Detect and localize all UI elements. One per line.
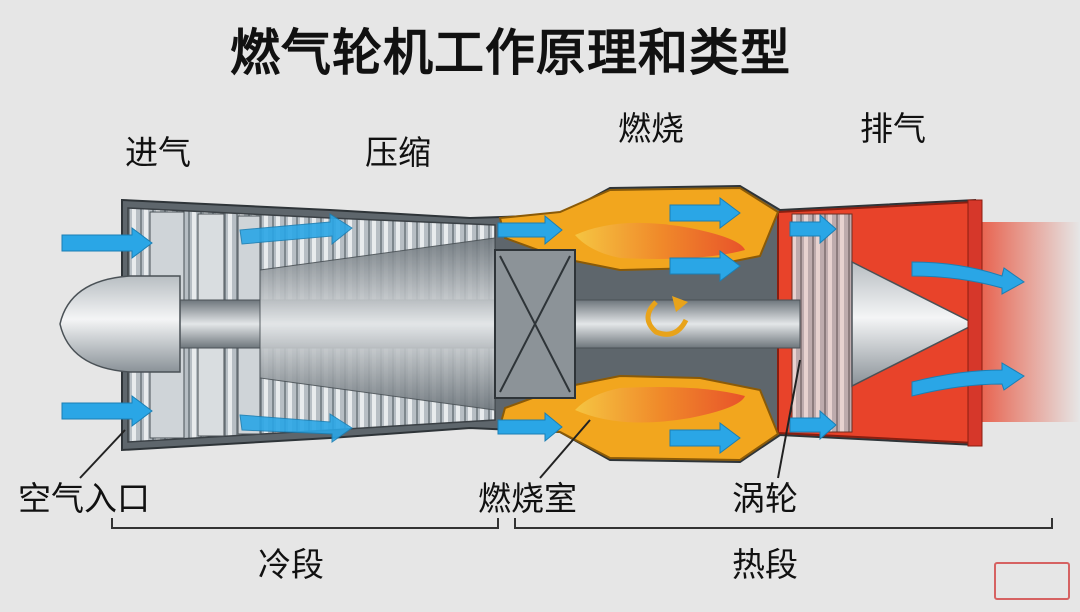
- airflow-arrow-icon: [669, 197, 741, 229]
- airflow-arrow-icon: [789, 213, 837, 245]
- stage-combustion-label: 燃烧: [618, 109, 684, 148]
- combustion-chamber-label: 燃烧室: [478, 479, 577, 518]
- airflow-arrow-icon: [669, 422, 741, 454]
- rotation-arrow-icon: [645, 296, 689, 337]
- airflow-arrow-icon: [497, 214, 563, 246]
- turbine-label: 涡轮: [732, 479, 798, 518]
- airflow-arrow-icon: [61, 395, 153, 427]
- airflow-arrow-icon: [911, 362, 1025, 397]
- turbine-blades: [791, 213, 853, 433]
- compressor-hub: [259, 237, 496, 411]
- airflow-arrow-icon: [497, 411, 563, 443]
- exhaust-cone: [851, 260, 977, 388]
- exhaust-nozzle: [967, 199, 983, 447]
- stage-compression-label: 压缩: [365, 133, 431, 172]
- airflow-arrow-icon: [911, 261, 1025, 295]
- page-title: 燃气轮机工作原理和类型: [230, 24, 791, 82]
- airflow-arrow-icon: [61, 227, 153, 259]
- flame-upper: [575, 222, 745, 259]
- airflow-arrow-icon: [239, 413, 353, 443]
- exhaust-plume: [975, 222, 1080, 422]
- section-brackets: [111, 518, 1053, 529]
- stage-exhaust-label: 排气: [860, 109, 926, 148]
- airflow-arrow-icon: [239, 213, 353, 246]
- airflow-arrow-icon: [669, 250, 741, 282]
- airflow-arrow-icon: [789, 409, 837, 441]
- watermark-logo: [994, 562, 1070, 600]
- airflow-arrows: [61, 197, 1025, 454]
- hot-section-label: 热段: [732, 545, 798, 584]
- flame-lower: [575, 387, 745, 423]
- stage-intake-label: 进气: [125, 133, 191, 172]
- air-inlet-label: 空气入口: [18, 479, 150, 518]
- cold-section-label: 冷段: [258, 545, 324, 584]
- leader-lines: [79, 359, 801, 479]
- nose-spinner: [59, 275, 181, 373]
